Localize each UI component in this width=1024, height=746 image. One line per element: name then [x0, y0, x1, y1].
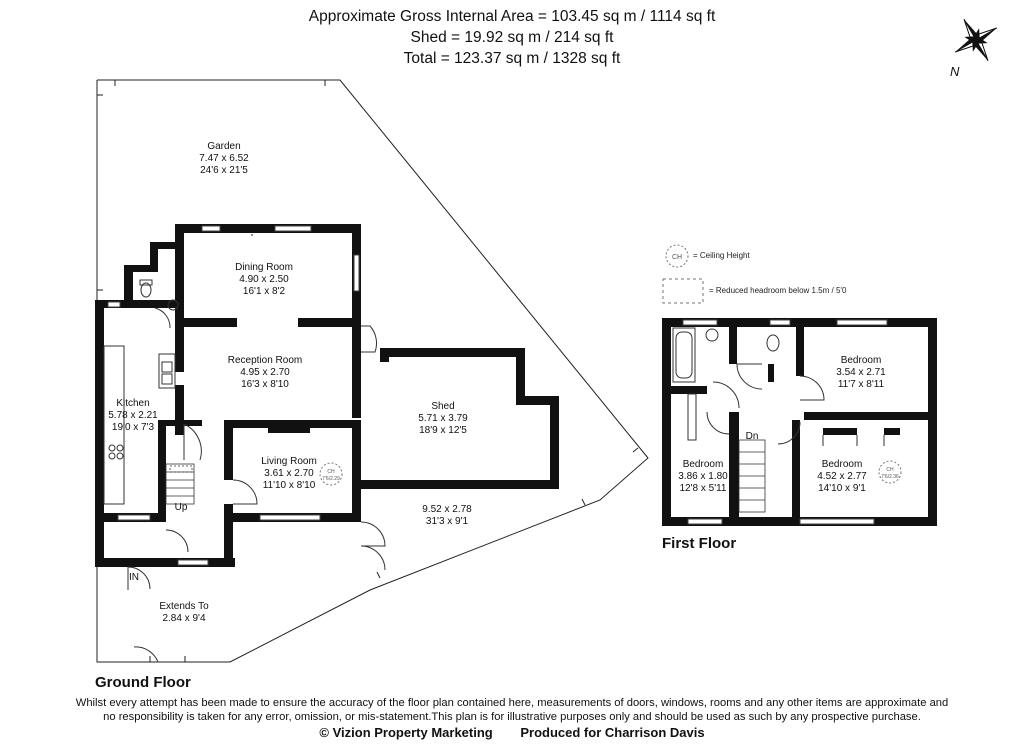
bedroom-3-imperial: 14'10 x 9'1 — [818, 483, 866, 494]
ground-stairs — [165, 463, 195, 505]
bedroom-2-label: Bedroom — [683, 459, 724, 470]
first-floor-stairs — [738, 439, 766, 513]
reception-room-label: Reception Room — [228, 355, 302, 366]
legend-ch-code: CH — [672, 254, 682, 261]
first-floor-windows — [682, 319, 888, 525]
ground-floor-windows — [107, 225, 360, 566]
disclaimer: Whilst every attempt has been made to en… — [0, 696, 1024, 724]
shed-area: Shed = 19.92 sq m / 214 sq ft — [410, 29, 614, 46]
dining-room-metric: 4.90 x 2.50 — [239, 274, 289, 285]
bedroom-1-label: Bedroom — [841, 355, 882, 366]
kitchen-label: Kitchen — [116, 398, 149, 409]
ground-doors — [127, 307, 386, 663]
legend-symbols — [662, 244, 704, 304]
stairs-down-label: Dn — [746, 431, 759, 442]
copyright-text: © Vizion Property Marketing — [319, 725, 493, 740]
bedroom-1-imperial: 11'7 x 8'11 — [838, 379, 885, 390]
garden-plot-outline — [96, 79, 649, 663]
compass-rose-icon: N — [950, 18, 998, 79]
shed-walls — [361, 348, 559, 489]
footer: © Vizion Property Marketing Produced for… — [0, 725, 1024, 740]
shed-imperial: 18'9 x 12'5 — [419, 425, 467, 436]
garden-imperial: 24'6 x 21'5 — [200, 165, 248, 176]
side-area-imperial: 31'3 x 9'1 — [426, 516, 469, 527]
living-room-metric: 3.61 x 2.70 — [264, 468, 314, 479]
bedroom-3-label: Bedroom — [822, 459, 863, 470]
kitchen-imperial: 19'0 x 7'3 — [112, 422, 155, 433]
garden-label: Garden — [207, 141, 240, 152]
ground-floor-label: Ground Floor — [95, 674, 191, 691]
produced-for-text: Produced for Charrison Davis — [520, 725, 705, 740]
bedroom-ch-code: CH — [886, 467, 894, 473]
extends-to-label: Extends To — [159, 601, 209, 612]
entrance-in-label: IN — [129, 572, 139, 583]
garden-metric: 7.47 x 6.52 — [199, 153, 249, 164]
extends-to-metric: 2.84 x 9'4 — [162, 613, 205, 624]
disclaimer-line-1: Whilst every attempt has been made to en… — [75, 697, 949, 709]
legend-reduced-headroom: = Reduced headroom below 1.5m / 5'0 — [709, 286, 847, 295]
bedroom-2-metric: 3.86 x 1.80 — [678, 471, 728, 482]
bedroom-2-imperial: 12'8 x 5'11 — [679, 483, 726, 494]
reception-room-metric: 4.95 x 2.70 — [240, 367, 290, 378]
living-room-imperial: 11'10 x 8'10 — [263, 480, 316, 491]
kitchen-metric: 5.78 x 2.21 — [108, 410, 158, 421]
shed-label: Shed — [431, 401, 454, 412]
living-ch-code: CH — [327, 469, 335, 475]
compass-north-label: N — [950, 64, 960, 79]
living-room-label: Living Room — [261, 456, 317, 467]
disclaimer-line-2: no responsibility is taken for any error… — [103, 711, 921, 723]
legend-ceiling-height: = Ceiling Height — [693, 251, 750, 260]
total-area: Total = 123.37 sq m / 1328 sq ft — [403, 50, 621, 67]
side-area-metric: 9.52 x 2.78 — [422, 504, 472, 515]
bedroom-3-metric: 4.52 x 2.77 — [817, 471, 867, 482]
area-summary: Approximate Gross Internal Area = 103.45… — [0, 6, 1024, 69]
shed-metric: 5.71 x 3.79 — [418, 413, 468, 424]
bedroom-ch-value: 7'6/2.36 — [881, 474, 899, 480]
kitchen-units — [103, 345, 176, 505]
dining-room-label: Dining Room — [235, 262, 293, 273]
bedroom-1-metric: 3.54 x 2.71 — [836, 367, 886, 378]
stairs-up-label: Up — [175, 502, 188, 513]
living-ceiling-height-marker — [319, 462, 343, 486]
first-floor-fixtures — [672, 327, 885, 446]
living-ch-value: 7'6/2.29 — [322, 476, 340, 482]
dining-room-imperial: 16'1 x 8'2 — [243, 286, 286, 297]
gross-internal-area: Approximate Gross Internal Area = 103.45… — [308, 8, 716, 25]
reception-room-imperial: 16'3 x 8'10 — [241, 379, 289, 390]
first-floor-label: First Floor — [662, 535, 737, 552]
bedroom-ceiling-height-marker — [878, 460, 902, 484]
